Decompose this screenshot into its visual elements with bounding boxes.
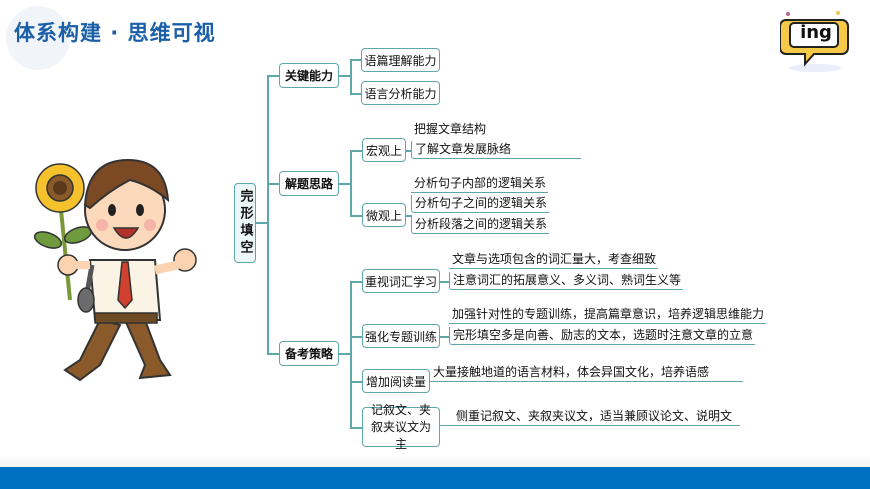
node-micro: 微观上 — [362, 203, 406, 227]
connector — [350, 281, 362, 283]
speech-bubble-icon — [779, 11, 849, 72]
leaf-text: 完形填空多是向善、励志的文本，选题时注意文章的立意 — [449, 327, 756, 345]
boy-with-sunflower-illustration — [30, 130, 210, 390]
connector — [267, 183, 279, 185]
page-title: 体系构建 · 思维可视 — [14, 21, 216, 45]
connector — [350, 59, 352, 93]
connector — [406, 150, 412, 152]
node-label: 语言分析能力 — [364, 86, 437, 101]
leaf-text: 加强针对性的专题训练，提高篇章意识，培养逻辑思维能力 — [449, 306, 767, 324]
node-vocabulary: 重视词汇学习 — [362, 269, 440, 293]
node-label: 语篇理解能力 — [364, 53, 437, 68]
connector — [350, 93, 361, 95]
node-label: 重视词汇学习 — [364, 274, 437, 289]
connector — [267, 353, 279, 355]
node-topic-training: 强化专题训练 — [362, 324, 440, 348]
leaf-text: 了解文章发展脉络 — [411, 141, 582, 159]
boy-illustration-icon — [33, 158, 197, 382]
connector — [339, 75, 350, 77]
node-label: 强化专题训练 — [364, 329, 437, 344]
node-label: 记叙文、夹叙夹议文为主 — [370, 402, 431, 451]
leaf-text: 分析段落之间的逻辑关系 — [411, 216, 550, 234]
node-label: 微观上 — [365, 208, 402, 223]
branch-label: 关键能力 — [284, 69, 333, 83]
connector — [267, 75, 269, 354]
leaf-text: 大量接触地道的语言材料，体会异国文化，培养语感 — [430, 364, 744, 382]
connector — [350, 59, 361, 61]
connector — [339, 183, 350, 185]
connector — [350, 381, 362, 383]
branch-label: 解题思路 — [284, 177, 333, 191]
leaf-text: 分析句子之间的逻辑关系 — [411, 195, 550, 213]
leaf-text: 把握文章结构 — [414, 122, 487, 136]
badge-text: ing — [800, 22, 832, 43]
branch-solving-approach: 解题思路 — [279, 171, 339, 196]
connector — [350, 215, 362, 217]
connector — [350, 281, 352, 427]
mindmap-root: 完形填空 — [234, 183, 256, 263]
node-reading-volume: 增加阅读量 — [362, 369, 430, 393]
leaf-text: 文章与选项包含的词汇量大，考查细致 — [449, 251, 659, 269]
node-language-analysis: 语言分析能力 — [361, 81, 440, 105]
root-label: 完形填空 — [237, 189, 253, 257]
node-macro: 宏观上 — [362, 138, 406, 162]
connector — [350, 150, 352, 215]
title-decoration — [6, 6, 70, 70]
footer-bar — [0, 467, 870, 489]
node-genre-focus: 记叙文、夹叙夹议文为主 — [362, 403, 440, 451]
branch-exam-strategy: 备考策略 — [279, 341, 339, 366]
leaf-text: 注意词汇的拓展意义、多义词、熟词生义等 — [449, 272, 684, 290]
leaf-text: 分析句子内部的逻辑关系 — [411, 175, 549, 193]
connector — [350, 150, 362, 152]
connector — [256, 222, 267, 224]
leaf-text: 侧重记叙文、夹叙夹议文，适当兼顾议论文、说明文 — [440, 408, 741, 426]
branch-label: 备考策略 — [284, 347, 333, 361]
connector — [339, 353, 350, 355]
footer-shade — [0, 455, 870, 467]
node-discourse-comprehension: 语篇理解能力 — [361, 48, 440, 72]
ing-badge: ing — [779, 8, 850, 74]
node-label: 增加阅读量 — [365, 374, 426, 389]
connector — [350, 336, 362, 338]
connector — [440, 281, 449, 283]
connector — [350, 427, 362, 429]
connector — [406, 215, 412, 217]
node-label: 宏观上 — [365, 143, 402, 158]
connector — [440, 336, 449, 338]
branch-key-abilities: 关键能力 — [279, 63, 339, 88]
connector — [267, 75, 279, 77]
